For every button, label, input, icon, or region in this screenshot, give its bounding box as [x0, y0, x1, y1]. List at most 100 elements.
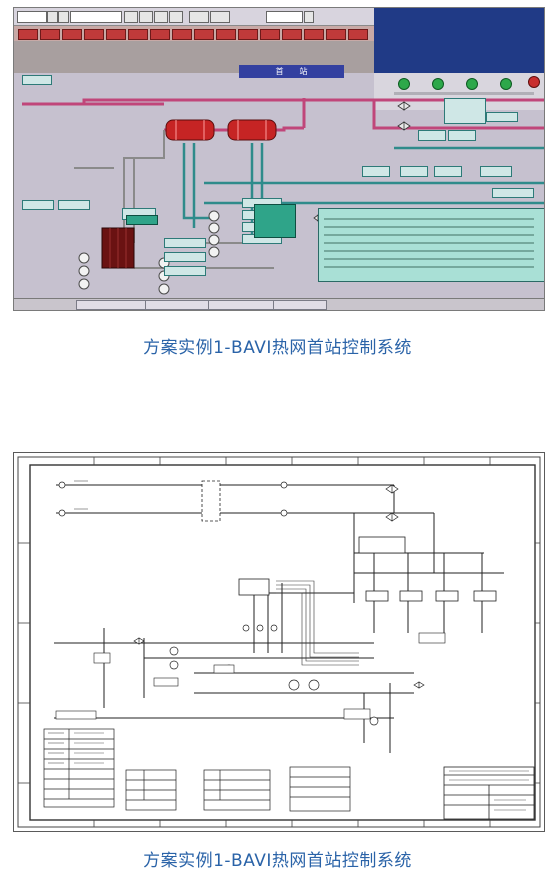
hmi-red-button[interactable] [282, 29, 302, 40]
hmi-red-button[interactable] [172, 29, 192, 40]
legend-table [203, 769, 271, 811]
status-indicator [466, 78, 478, 90]
control-box [238, 578, 270, 596]
legend-table [125, 769, 177, 811]
legend-table [43, 728, 115, 808]
pump-icon [208, 222, 220, 234]
grid-ticks [18, 457, 540, 827]
taskbar-item[interactable] [273, 300, 327, 310]
hmi-screenshot: 首 站 [13, 7, 545, 311]
hmi-red-button[interactable] [18, 29, 38, 40]
condensate-tank [101, 227, 135, 269]
valve-icon [397, 121, 411, 131]
instrument-icon [58, 481, 66, 489]
status-label-strip [394, 92, 534, 95]
hmi-toolbar-button[interactable] [304, 11, 314, 23]
heat-exchanger [165, 119, 215, 141]
outer-frame [17, 456, 541, 828]
heat-exchanger [435, 590, 459, 602]
hmi-red-button[interactable] [62, 29, 82, 40]
hmi-select-box[interactable] [70, 11, 122, 23]
hmi-red-button[interactable] [150, 29, 170, 40]
table-row [324, 218, 534, 220]
pump-icon [208, 210, 220, 222]
value-tag [164, 266, 206, 276]
value-tag [480, 166, 512, 177]
table-row [324, 250, 534, 252]
heat-exchanger [365, 590, 389, 602]
caption-first: 方案实例1-BAVI热网首站控制系统 [143, 338, 412, 358]
hmi-red-button[interactable] [84, 29, 104, 40]
instrument-icon [58, 509, 66, 517]
value-tag [164, 252, 206, 262]
dashed-enclosure [201, 480, 221, 522]
pump-icon [78, 278, 90, 290]
status-indicator [432, 78, 444, 90]
table-row [324, 242, 534, 244]
value-tag [444, 98, 486, 124]
hmi-toolbar-button[interactable] [154, 11, 168, 23]
heat-exchanger [399, 590, 423, 602]
value-tag [434, 166, 462, 177]
level-display [126, 215, 158, 225]
hmi-red-button[interactable] [304, 29, 324, 40]
pump-icon [169, 660, 179, 670]
hmi-red-button[interactable] [40, 29, 60, 40]
instrument-icon [256, 624, 264, 632]
value-tag [22, 200, 54, 210]
pump-icon [208, 234, 220, 246]
pump-icon [78, 265, 90, 277]
taskbar-item[interactable] [145, 300, 209, 310]
steam-pipe [164, 126, 304, 132]
equipment-box [93, 652, 111, 664]
hmi-red-button[interactable] [326, 29, 346, 40]
instrument-icon [242, 624, 250, 632]
hmi-toolbar-button[interactable] [139, 11, 153, 23]
hmi-toolbar-button[interactable] [124, 11, 138, 23]
level-display [254, 204, 296, 238]
value-tag [400, 166, 428, 177]
hmi-red-button[interactable] [216, 29, 236, 40]
hmi-toolbar-button[interactable] [189, 11, 209, 23]
pump-icon [158, 283, 170, 295]
cad-drawing-canvas [17, 456, 541, 828]
inner-frame [29, 464, 536, 821]
hmi-process-diagram [22, 98, 544, 295]
cad-drawing [13, 452, 545, 832]
parameter-table [318, 208, 544, 282]
hmi-toolbar-button[interactable] [210, 11, 230, 23]
valve-icon [385, 484, 399, 494]
hmi-toolbar-button[interactable] [47, 11, 58, 23]
value-tag [58, 200, 90, 210]
valve-icon [133, 637, 145, 645]
pump-icon [308, 679, 320, 691]
hmi-red-button[interactable] [128, 29, 148, 40]
drawing-annotations [48, 480, 529, 811]
hmi-red-button[interactable] [194, 29, 214, 40]
heat-exchanger [227, 119, 277, 141]
condensate-pipe [123, 130, 165, 238]
instrument-icon [280, 481, 288, 489]
hmi-red-button[interactable] [106, 29, 126, 40]
alarm-indicator [528, 76, 540, 88]
pump-icon [169, 646, 179, 656]
hmi-select-box[interactable] [266, 11, 303, 23]
valve-icon [397, 101, 411, 111]
value-tag [22, 75, 52, 85]
hmi-select-box[interactable] [17, 11, 47, 23]
value-tag [418, 130, 446, 141]
pump-icon [369, 716, 379, 726]
control-box [358, 536, 406, 554]
hmi-toolbar-button[interactable] [58, 11, 69, 23]
hmi-toolbar-button[interactable] [169, 11, 183, 23]
equipment-box [213, 664, 235, 674]
value-tag [486, 112, 518, 122]
hmi-red-button[interactable] [238, 29, 258, 40]
steam-pipe [372, 100, 544, 130]
taskbar-item[interactable] [208, 300, 274, 310]
hmi-red-button[interactable] [260, 29, 280, 40]
taskbar-item[interactable] [76, 300, 146, 310]
table-row [324, 226, 534, 228]
equipment-box [153, 677, 179, 687]
hmi-red-button[interactable] [348, 29, 368, 40]
